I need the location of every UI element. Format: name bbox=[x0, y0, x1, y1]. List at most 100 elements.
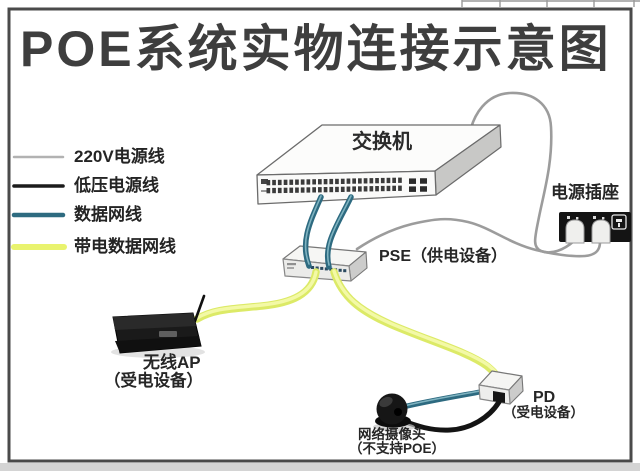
switch-port bbox=[289, 187, 294, 193]
legend-swatches bbox=[11, 155, 67, 250]
switch-port bbox=[380, 177, 385, 184]
socket-spare-outlet-slot bbox=[616, 219, 622, 222]
pse-port bbox=[329, 267, 333, 271]
top-table-remnant bbox=[461, 0, 640, 7]
switch-logo bbox=[261, 179, 268, 184]
switch-port bbox=[392, 177, 396, 183]
pse-port bbox=[311, 266, 315, 269]
switch-port bbox=[392, 185, 396, 191]
switch-port bbox=[266, 188, 271, 194]
pse-port bbox=[324, 267, 328, 271]
switch-port bbox=[323, 187, 328, 193]
legend-label-220v: 220V电源线 bbox=[74, 147, 165, 166]
switch-port bbox=[283, 187, 288, 193]
switch-port bbox=[323, 179, 328, 185]
camera-lens bbox=[394, 408, 402, 416]
camera-dome-highlight bbox=[379, 396, 393, 408]
switch-port bbox=[363, 178, 368, 184]
switch-port bbox=[340, 178, 345, 184]
switch-port bbox=[398, 185, 402, 191]
switch-port bbox=[272, 179, 276, 186]
switch-port bbox=[277, 179, 282, 186]
switch-front-face bbox=[256, 170, 437, 205]
data-cable-2-highlight bbox=[326, 195, 352, 266]
switch-port bbox=[398, 177, 402, 183]
socket-label: 电源插座 bbox=[551, 183, 619, 202]
data-cables-switch-to-pse bbox=[302, 194, 354, 270]
ap-label: 无线AP bbox=[143, 353, 201, 372]
camera-power-cable bbox=[398, 399, 502, 433]
camera-label: 网络摄像头 bbox=[358, 427, 426, 442]
power-cords-220v bbox=[355, 91, 602, 258]
socket-slots bbox=[567, 216, 605, 220]
bottom-gray-strip bbox=[0, 463, 640, 471]
switch-port bbox=[375, 186, 379, 192]
switch-port bbox=[369, 178, 374, 184]
switch-port bbox=[386, 177, 391, 184]
switch-port bbox=[340, 186, 345, 192]
switch-port bbox=[306, 179, 311, 185]
switch-port bbox=[346, 178, 351, 184]
switch-port bbox=[352, 178, 356, 184]
ap-antenna bbox=[193, 294, 206, 323]
switch-port bbox=[289, 179, 294, 185]
switch-device bbox=[256, 124, 502, 205]
switch-port bbox=[369, 186, 374, 192]
ap-body-front bbox=[115, 336, 201, 353]
pd-port bbox=[493, 391, 505, 403]
switch-port bbox=[329, 186, 334, 193]
pse-port bbox=[338, 268, 342, 272]
ap-sublabel: （受电设备） bbox=[104, 372, 203, 390]
pd-label: PD bbox=[533, 389, 556, 406]
socket-plug-right bbox=[591, 219, 611, 244]
switch-port bbox=[312, 187, 316, 193]
switch-port bbox=[266, 180, 271, 186]
ap-front-slot bbox=[159, 331, 177, 337]
data-cable-pd-to-camera bbox=[400, 389, 483, 410]
switch-port bbox=[283, 179, 288, 185]
switch-port bbox=[352, 186, 356, 192]
switch-port bbox=[318, 179, 322, 185]
socket-spare-outlet-pin bbox=[618, 223, 620, 227]
switch-uplink-port bbox=[420, 186, 427, 192]
switch-uplink-port bbox=[409, 186, 416, 192]
switch-port bbox=[335, 178, 339, 185]
pse-device bbox=[282, 245, 368, 282]
switch-port bbox=[335, 186, 339, 193]
power-socket-device bbox=[559, 212, 631, 244]
switch-port bbox=[295, 179, 299, 185]
wireless-ap-device bbox=[111, 294, 206, 358]
switch-port bbox=[300, 179, 305, 185]
data-cable-1-highlight bbox=[304, 195, 322, 265]
pse-port bbox=[320, 266, 324, 270]
legend-label-poe: 带电数据网线 bbox=[74, 237, 176, 256]
switch-port bbox=[380, 185, 385, 192]
switch-port bbox=[300, 187, 305, 193]
legend-label-lowvolt: 低压电源线 bbox=[74, 176, 159, 195]
pd-device bbox=[478, 370, 524, 405]
poe-cable-to-ap-highlight bbox=[195, 270, 318, 320]
switch-port bbox=[358, 178, 362, 184]
switch-port bbox=[346, 186, 351, 192]
pse-port bbox=[315, 266, 319, 270]
camera-data-cable bbox=[400, 389, 483, 410]
cord-pse-to-socket bbox=[355, 217, 602, 258]
switch-port bbox=[329, 178, 334, 185]
legend-label-data: 数据网线 bbox=[74, 205, 142, 224]
switch-port bbox=[375, 178, 379, 184]
ap-body-top-sheen bbox=[113, 313, 196, 330]
switch-port bbox=[312, 179, 316, 185]
diagram-title: POE系统实物连接示意图 bbox=[20, 21, 612, 77]
switch-port bbox=[272, 187, 276, 194]
poe-cable-to-pd-highlight bbox=[332, 269, 499, 377]
pse-port bbox=[343, 269, 347, 273]
switch-port bbox=[295, 187, 299, 193]
camera-sublabel: （不支持POE） bbox=[349, 441, 446, 456]
switch-logo-text bbox=[261, 190, 269, 192]
switch-port bbox=[386, 185, 391, 192]
switch-port bbox=[318, 187, 322, 193]
switch-port bbox=[363, 186, 368, 192]
switch-port bbox=[358, 186, 362, 192]
